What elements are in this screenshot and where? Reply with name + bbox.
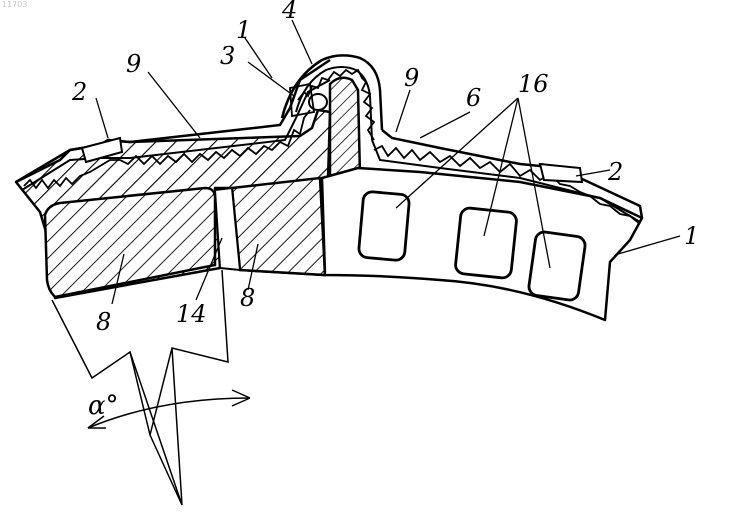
label-14: 14 <box>176 300 207 328</box>
port-16-b <box>455 207 518 278</box>
label-16: 16 <box>518 70 549 98</box>
label-4: 4 <box>281 0 297 24</box>
label-8-left: 8 <box>96 308 111 336</box>
central-web <box>330 78 360 180</box>
label-2-left: 2 <box>71 78 87 106</box>
port-16-c <box>528 231 586 301</box>
clip-2-right <box>540 164 582 182</box>
label-8-mid: 8 <box>240 284 255 312</box>
label-9-left: 9 <box>126 50 141 78</box>
port-16-a <box>358 191 410 261</box>
label-1-top: 1 <box>236 16 251 44</box>
label-1-right: 1 <box>684 222 699 250</box>
label-2-right: 2 <box>607 158 623 186</box>
label-3: 3 <box>220 42 235 70</box>
label-9-right: 9 <box>404 64 419 92</box>
label-alpha: α° <box>88 391 119 421</box>
label-6: 6 <box>466 84 481 112</box>
